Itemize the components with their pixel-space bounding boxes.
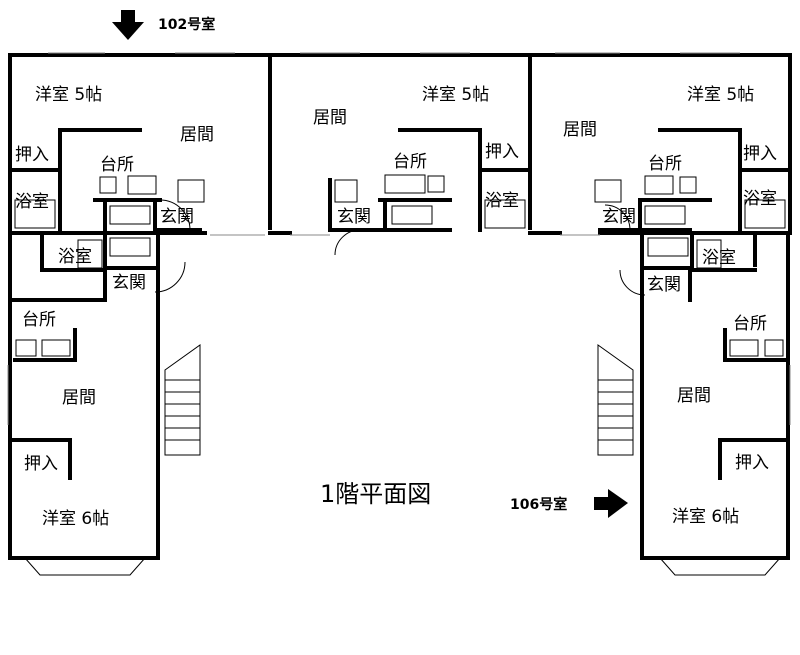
room-closet-u3: 押入 bbox=[485, 142, 519, 162]
room-living-u4: 居間 bbox=[563, 120, 597, 140]
room-kitchen-u1: 台所 bbox=[100, 155, 134, 175]
arrow-right-icon bbox=[594, 489, 628, 518]
windows bbox=[7, 52, 791, 576]
unit-label-102: 102号室 bbox=[158, 16, 215, 33]
room-bath-u2: 浴室 bbox=[58, 247, 92, 267]
stairs-left bbox=[164, 344, 201, 456]
room-western-u2: 洋室 6帖 bbox=[42, 509, 109, 529]
room-entrance-u1: 玄関 bbox=[160, 207, 194, 227]
room-kitchen-u4: 台所 bbox=[648, 154, 682, 174]
room-western-u4: 洋室 5帖 bbox=[687, 85, 754, 105]
room-kitchen-u5: 台所 bbox=[733, 314, 767, 334]
room-entrance-u4: 玄関 bbox=[602, 207, 636, 227]
room-living-u2: 居間 bbox=[62, 388, 96, 408]
room-western-u1: 洋室 5帖 bbox=[35, 85, 102, 105]
room-closet-u4: 押入 bbox=[743, 144, 777, 164]
room-western-u5: 洋室 6帖 bbox=[672, 507, 739, 527]
stairs-right bbox=[597, 344, 634, 456]
room-kitchen-u2: 台所 bbox=[22, 310, 56, 330]
room-bath-u1: 浴室 bbox=[15, 192, 49, 212]
room-bath-u5: 浴室 bbox=[702, 248, 736, 268]
room-kitchen-u3: 台所 bbox=[393, 152, 427, 172]
arrow-down-icon bbox=[112, 10, 144, 40]
room-western-u3: 洋室 5帖 bbox=[422, 85, 489, 105]
room-living-u3: 居間 bbox=[313, 108, 347, 128]
room-closet-u2: 押入 bbox=[24, 454, 58, 474]
room-closet-u1: 押入 bbox=[15, 145, 49, 165]
room-bath-u4: 浴室 bbox=[743, 189, 777, 209]
room-bath-u3: 浴室 bbox=[485, 191, 519, 211]
unit-label-106: 106号室 bbox=[510, 496, 567, 513]
room-closet-u5: 押入 bbox=[735, 453, 769, 473]
room-living-u5: 居間 bbox=[677, 386, 711, 406]
plan-title: 1階平面図 bbox=[320, 480, 431, 508]
room-entrance-u3: 玄関 bbox=[337, 207, 371, 227]
walls bbox=[8, 53, 792, 560]
fixtures bbox=[14, 174, 786, 357]
room-entrance-u2: 玄関 bbox=[112, 273, 146, 293]
room-living-u1: 居間 bbox=[180, 125, 214, 145]
room-entrance-u5: 玄関 bbox=[647, 275, 681, 295]
